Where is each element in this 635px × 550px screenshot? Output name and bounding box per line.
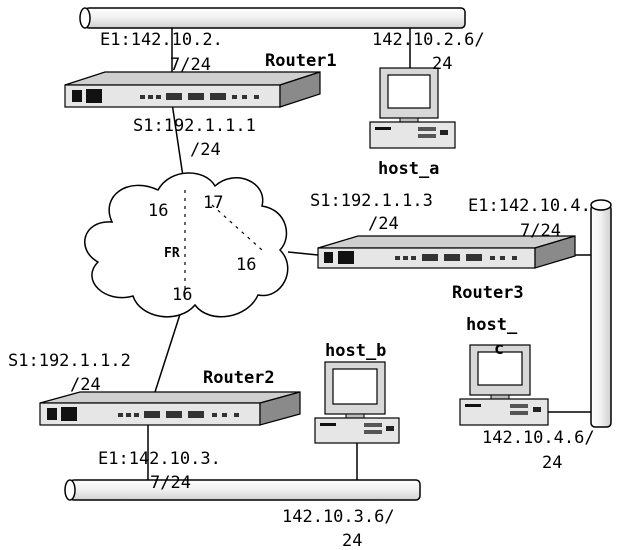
link-fr-r3 (287, 251, 319, 256)
router3-e1-ip-line2: 7/24 (520, 221, 561, 241)
host-a-name: host_a (378, 159, 439, 179)
ethernet-bus-top (79, 7, 466, 29)
router1-s1-ip-line2: /24 (190, 140, 221, 160)
router1-s1-ip-line1: S1:192.1.1.1 (133, 116, 256, 136)
router3-s1-ip-line2: /24 (368, 214, 399, 234)
router1-name: Router1 (265, 51, 337, 71)
fr-dlci-right: 16 (236, 255, 256, 275)
fr-dlci-top-left: 16 (148, 201, 168, 221)
host-a-computer (369, 67, 456, 149)
host-b-ip-line1: 142.10.3.6/ (282, 507, 395, 527)
router3-device (317, 235, 576, 269)
router2-s1-ip-line1: S1:192.1.1.2 (8, 351, 131, 371)
router3-s1-ip-line1: S1:192.1.1.3 (310, 191, 433, 211)
router2-device (39, 391, 301, 426)
host-c-ip-line1: 142.10.4.6/ (482, 428, 595, 448)
router2-e1-ip-line1: E1:142.10.3. (98, 449, 221, 469)
router1-e1-ip-line2: 7/24 (170, 55, 211, 75)
router2-e1-ip-line2: 7/24 (150, 473, 191, 493)
link-fr-r2 (154, 304, 184, 393)
ethernet-bus-right (590, 199, 612, 428)
fr-label: FR (164, 246, 180, 261)
links (147, 28, 591, 480)
router3-name: Router3 (452, 283, 524, 303)
router3-e1-ip-line1: E1:142.10.4. (468, 196, 591, 216)
host-b-ip-line2: 24 (342, 531, 362, 550)
router2-s1-ip-line2: /24 (70, 375, 101, 395)
fr-dlci-bottom: 16 (172, 285, 192, 305)
host-a-ip-line1: 142.10.2.6/ (372, 30, 485, 50)
router2-name: Router2 (203, 368, 275, 388)
host-c-name-line1: host_ (466, 315, 518, 335)
host-c-name-line2: c (494, 339, 504, 359)
host-b-name: host_b (325, 341, 386, 361)
fr-dlci-top-right: 17 (203, 193, 223, 213)
frame-relay-cloud (84, 172, 289, 318)
host-c-computer (459, 344, 549, 426)
host-a-ip-line2: 24 (432, 54, 452, 74)
host-c-ip-line2: 24 (542, 453, 562, 473)
host-b-computer (314, 361, 400, 444)
router1-device (64, 71, 321, 108)
ethernet-bus-bottom (64, 479, 421, 501)
router1-e1-ip-line1: E1:142.10.2. (100, 30, 223, 50)
